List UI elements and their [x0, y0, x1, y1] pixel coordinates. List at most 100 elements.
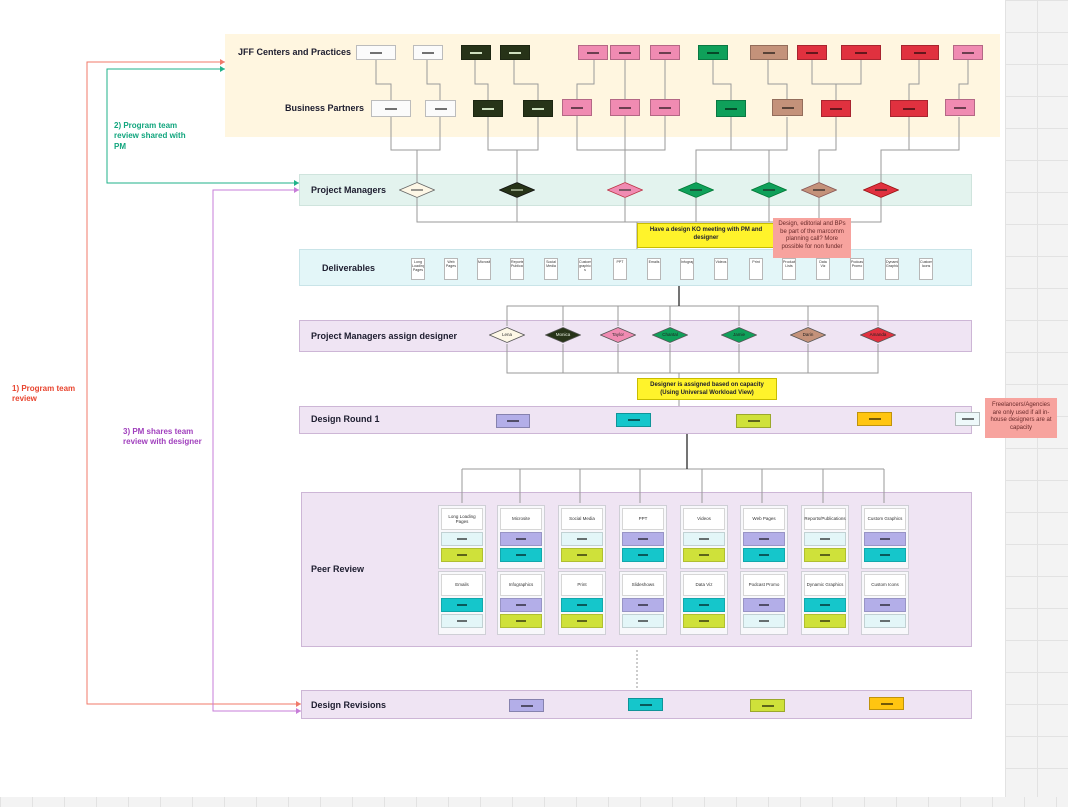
deliverable-card[interactable]: Videos [714, 258, 728, 280]
peer-review-card[interactable]: Microsite [497, 505, 545, 569]
peer-review-chip[interactable] [804, 614, 846, 628]
pm-diamond[interactable] [801, 182, 837, 198]
revision-sticky[interactable] [628, 698, 663, 711]
peer-review-chip[interactable] [743, 614, 785, 628]
peer-review-card[interactable]: Custom Icons [861, 571, 909, 635]
peer-review-chip[interactable] [683, 548, 725, 562]
peer-review-chip[interactable] [622, 532, 664, 546]
partner-sticky[interactable] [425, 100, 456, 117]
peer-review-chip[interactable] [441, 548, 483, 562]
round1-sticky[interactable] [857, 412, 892, 426]
round1-sticky[interactable] [955, 412, 980, 426]
jff-sticky[interactable] [578, 45, 608, 60]
round1-sticky[interactable] [736, 414, 771, 428]
jff-sticky[interactable] [610, 45, 640, 60]
peer-review-chip[interactable] [500, 598, 542, 612]
capacity-callout[interactable]: Designer is assigned based on capacity (… [637, 378, 777, 400]
peer-review-chip[interactable] [864, 614, 906, 628]
pm-diamond[interactable] [678, 182, 714, 198]
peer-review-chip[interactable] [500, 614, 542, 628]
peer-review-chip[interactable] [804, 532, 846, 546]
peer-review-card[interactable]: Slideshows [619, 571, 667, 635]
partner-sticky[interactable] [562, 99, 592, 116]
partner-sticky[interactable] [821, 100, 851, 117]
deliverable-card[interactable]: Emails [647, 258, 661, 280]
jff-sticky[interactable] [841, 45, 881, 60]
deliverable-card[interactable]: Product Lists [782, 258, 796, 280]
peer-review-chip[interactable] [683, 598, 725, 612]
designer-diamond[interactable]: Amanda [860, 327, 896, 343]
peer-review-chip[interactable] [743, 548, 785, 562]
partner-sticky[interactable] [945, 99, 975, 116]
peer-review-card[interactable]: Data Viz [680, 571, 728, 635]
designer-diamond[interactable]: Jamie [721, 327, 757, 343]
peer-review-chip[interactable] [441, 598, 483, 612]
deliverable-card[interactable]: Infographics [680, 258, 694, 280]
peer-review-chip[interactable] [804, 548, 846, 562]
jff-sticky[interactable] [461, 45, 491, 60]
deliverable-card[interactable]: Long Loading Pages [411, 258, 425, 280]
jff-sticky[interactable] [500, 45, 530, 60]
deliverable-card[interactable]: PPT [613, 258, 627, 280]
deliverable-card[interactable]: Print [749, 258, 763, 280]
peer-review-chip[interactable] [622, 548, 664, 562]
partner-sticky[interactable] [716, 100, 746, 117]
peer-review-chip[interactable] [441, 532, 483, 546]
pm-diamond[interactable] [399, 182, 435, 198]
round1-sticky[interactable] [616, 413, 651, 427]
revision-sticky[interactable] [509, 699, 544, 712]
jff-sticky[interactable] [797, 45, 827, 60]
jff-sticky[interactable] [356, 45, 396, 60]
peer-review-chip[interactable] [743, 532, 785, 546]
designer-diamond[interactable]: Darin [790, 327, 826, 343]
peer-review-card[interactable]: Web Pages [740, 505, 788, 569]
peer-review-card[interactable]: Long Loading Pages [438, 505, 486, 569]
peer-review-card[interactable]: PPT [619, 505, 667, 569]
jff-sticky[interactable] [698, 45, 728, 60]
peer-review-chip[interactable] [500, 548, 542, 562]
peer-review-chip[interactable] [683, 532, 725, 546]
marcomm-callout[interactable]: Design, editorial and BPs be part of the… [773, 218, 851, 258]
peer-review-chip[interactable] [864, 598, 906, 612]
peer-review-chip[interactable] [561, 598, 603, 612]
deliverable-card[interactable]: Dynamic Graphics [885, 258, 899, 280]
peer-review-chip[interactable] [864, 532, 906, 546]
partner-sticky[interactable] [772, 99, 803, 116]
peer-review-card[interactable]: Custom Graphics [861, 505, 909, 569]
jff-sticky[interactable] [650, 45, 680, 60]
peer-review-chip[interactable] [441, 614, 483, 628]
deliverable-card[interactable]: Reports/ Publications [510, 258, 524, 280]
partner-sticky[interactable] [890, 100, 928, 117]
kickoff-callout[interactable]: Have a design KO meeting with PM and des… [637, 223, 775, 248]
partner-sticky[interactable] [371, 100, 411, 117]
peer-review-chip[interactable] [561, 532, 603, 546]
deliverable-card[interactable]: Web Pages [444, 258, 458, 280]
partner-sticky[interactable] [473, 100, 503, 117]
peer-review-card[interactable]: Reports/Publications [801, 505, 849, 569]
peer-review-chip[interactable] [622, 598, 664, 612]
partner-sticky[interactable] [610, 99, 640, 116]
peer-review-card[interactable]: Dynamic Graphics [801, 571, 849, 635]
designer-diamond[interactable]: Lena [489, 327, 525, 343]
pm-diamond[interactable] [863, 182, 899, 198]
jff-sticky[interactable] [750, 45, 788, 60]
deliverable-card[interactable]: Microsite [477, 258, 491, 280]
partner-sticky[interactable] [650, 99, 680, 116]
peer-review-chip[interactable] [743, 598, 785, 612]
peer-review-card[interactable]: Infographics [497, 571, 545, 635]
peer-review-card[interactable]: Podcast Promo [740, 571, 788, 635]
peer-review-chip[interactable] [683, 614, 725, 628]
peer-review-chip[interactable] [561, 614, 603, 628]
partner-sticky[interactable] [523, 100, 553, 117]
designer-diamond[interactable]: Monica [545, 327, 581, 343]
peer-review-chip[interactable] [622, 614, 664, 628]
revision-sticky[interactable] [750, 699, 785, 712]
deliverable-card[interactable]: Podcast Promo [850, 258, 864, 280]
peer-review-chip[interactable] [804, 598, 846, 612]
peer-review-chip[interactable] [500, 532, 542, 546]
freelance-callout[interactable]: Freelancers/Agencies are only used if al… [985, 398, 1057, 438]
peer-review-card[interactable]: Social Media [558, 505, 606, 569]
designer-diamond[interactable]: Chantal [652, 327, 688, 343]
jff-sticky[interactable] [901, 45, 939, 60]
deliverable-card[interactable]: Custom graphic s [578, 258, 592, 280]
